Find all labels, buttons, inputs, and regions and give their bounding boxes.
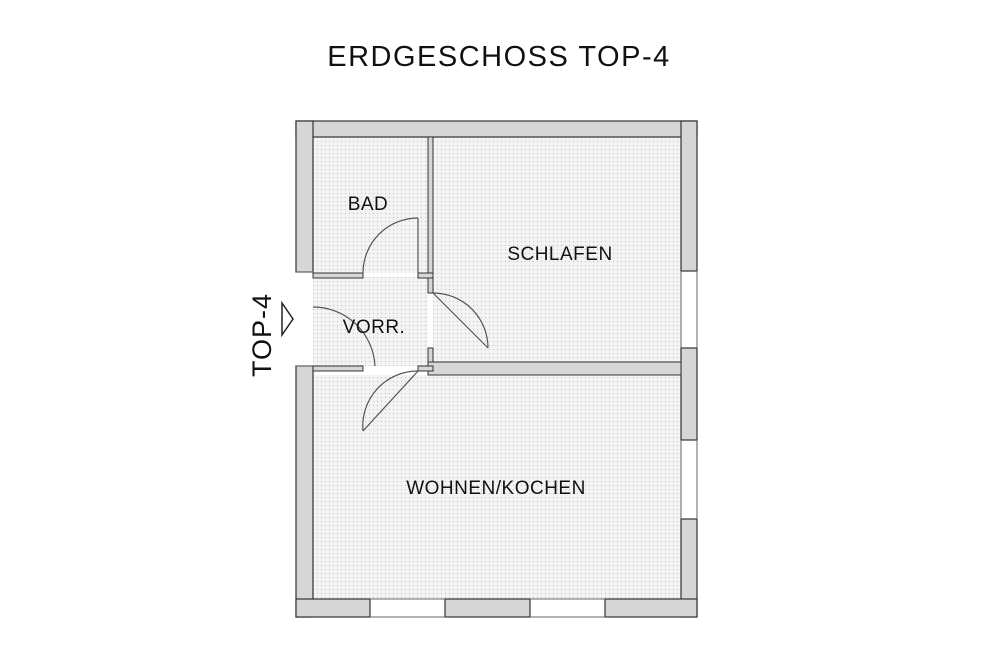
interior-walls <box>312 136 682 376</box>
door-entrance <box>312 306 376 367</box>
floor-wohnen-kochen <box>313 375 681 599</box>
door-schlafen <box>432 292 489 349</box>
door-bad <box>362 217 419 274</box>
entrance-opening <box>296 271 313 367</box>
room-label-bad: BAD <box>348 194 389 215</box>
doors <box>312 217 489 432</box>
floor-bad <box>313 137 428 273</box>
wall-bad-vorr-left <box>312 272 364 279</box>
wall-right-1 <box>680 120 698 272</box>
wall-bad-vorr-right <box>417 272 434 279</box>
plan-title: ERDGESCHOSS TOP-4 <box>327 41 671 73</box>
room-label-schlafen: SCHLAFEN <box>507 244 612 265</box>
wall-vorr-wohnen-left <box>312 365 364 372</box>
windows <box>370 271 698 618</box>
room-label-wohnen-kochen: WOHNEN/KOCHEN <box>406 478 586 499</box>
wall-left-upper <box>295 120 314 273</box>
wall-vorr-wohnen-right <box>417 365 434 372</box>
wall-top <box>295 120 698 138</box>
wall-right-2 <box>680 347 698 441</box>
wall-bottom-2 <box>444 598 531 618</box>
door-wohnen <box>362 370 419 432</box>
wall-bottom-1 <box>295 598 371 618</box>
wall-bottom-3 <box>604 598 698 618</box>
room-label-vorraum: VORR. <box>343 317 406 338</box>
floor-vorraum <box>313 277 428 366</box>
wall-bad-schlafen <box>427 136 434 294</box>
exterior-walls <box>295 120 698 618</box>
entrance-arrow-icon <box>281 300 294 338</box>
wall-vorr-schlafen-stub <box>427 347 434 363</box>
wall-schlafen-wohnen <box>427 361 682 376</box>
floor-schlafen <box>433 137 681 362</box>
entrance-label: TOP-4 <box>247 293 277 377</box>
wall-left-lower <box>295 365 314 618</box>
